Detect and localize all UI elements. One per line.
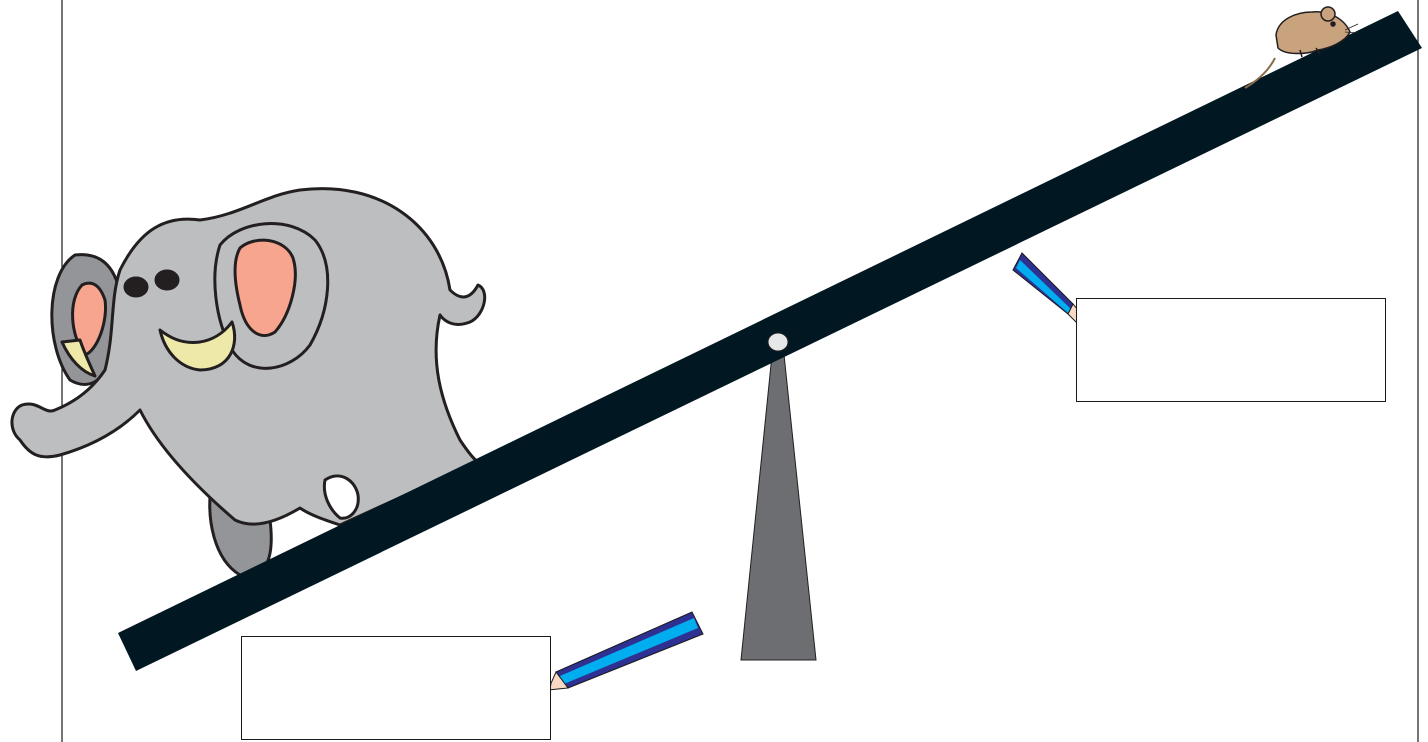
pencil-icon-left	[538, 612, 703, 694]
mouse-answer-box[interactable]	[1076, 298, 1386, 402]
fulcrum-icon	[741, 322, 816, 660]
pivot-icon	[768, 333, 788, 351]
elephant-answer-box[interactable]	[241, 636, 551, 740]
